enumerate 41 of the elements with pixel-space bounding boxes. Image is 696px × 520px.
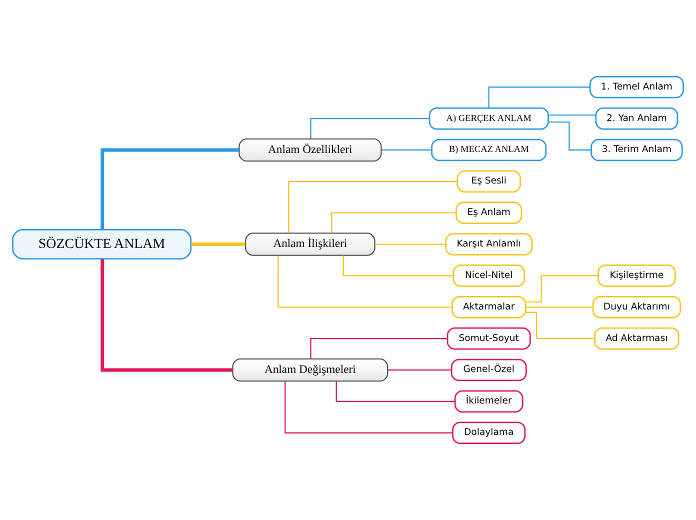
node-box: A) GERÇEK ANLAM — [428, 107, 549, 130]
node-box: Somut-Soyut — [446, 327, 531, 350]
node-box: Anlam Özellikleri — [238, 138, 382, 162]
node-box: B) MECAZ ANLAM — [431, 138, 547, 162]
node-box: Ad Aktarması — [594, 327, 680, 350]
connector — [526, 306, 593, 308]
connector — [388, 369, 452, 371]
node-box: Genel-Özel — [450, 358, 527, 382]
connector — [284, 382, 452, 434]
connector — [375, 244, 446, 245]
connector — [100, 148, 239, 230]
connector — [310, 338, 448, 359]
connector — [310, 118, 430, 139]
connector — [100, 259, 232, 372]
connector — [336, 381, 456, 402]
node-box: Nicel-Nitel — [452, 264, 526, 287]
node-box: SÖZCÜKTE ANLAM — [12, 229, 192, 260]
connector — [526, 275, 598, 302]
node-box: Eş Sesli — [456, 170, 521, 193]
connector — [488, 86, 590, 108]
node-box: 3. Terim Anlam — [590, 138, 683, 162]
node-box: Aktarmalar — [451, 296, 526, 318]
node-box: Kişileştirme — [598, 264, 676, 287]
node-box: Eş Anlam — [456, 202, 522, 224]
connector — [342, 256, 454, 276]
connector — [548, 114, 596, 116]
connector — [278, 256, 452, 308]
connector — [288, 180, 458, 233]
node-box: 2. Yan Anlam — [595, 107, 678, 130]
node-box: Anlam Değişmeleri — [232, 358, 388, 382]
node-box: 1. Temel Anlam — [589, 76, 684, 98]
connector — [548, 121, 592, 151]
node-box: Duyu Aktarımı — [592, 296, 682, 318]
node-box: İkilemeler — [454, 390, 524, 413]
connector — [526, 312, 594, 340]
node-box: Karşıt Anlamlı — [445, 233, 533, 256]
connector — [381, 149, 432, 151]
connector — [331, 212, 456, 233]
connector — [191, 242, 246, 246]
node-box: Anlam İlişkileri — [244, 232, 376, 256]
node-box: Dolaylama — [452, 422, 526, 444]
